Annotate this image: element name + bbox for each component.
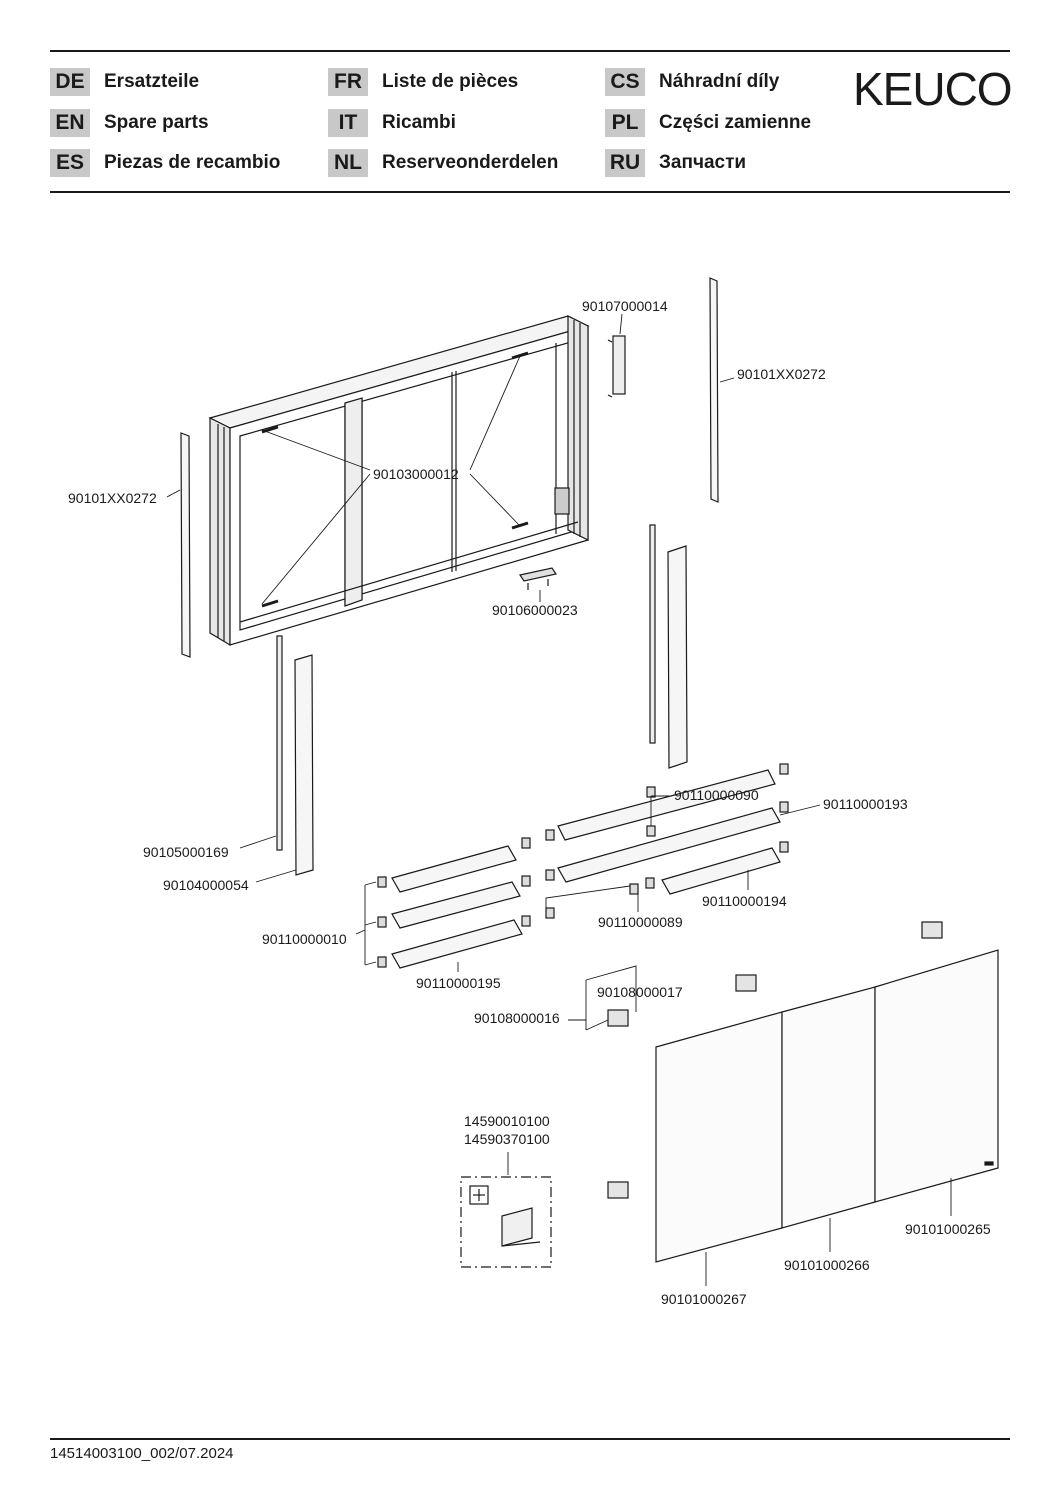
document-number: 14514003100_002/07.2024: [50, 1445, 234, 1462]
lang-row-it: IT Ricambi: [328, 109, 456, 137]
lang-code: RU: [605, 149, 645, 177]
lang-code: EN: [50, 109, 90, 137]
footer-rule: [50, 1438, 1010, 1440]
shelf-clips: [377, 763, 789, 968]
label-90110000089: 90110000089: [598, 914, 683, 930]
lang-label: Запчасти: [659, 152, 747, 173]
door-hinges: [607, 921, 943, 1199]
keuco-logo: KEUCO: [853, 63, 1013, 115]
label-90110000193: 90110000193: [823, 796, 908, 812]
shelf-left-2: [391, 881, 521, 929]
leader-lines: [166, 313, 952, 1286]
door-logo-mark: [984, 1161, 994, 1166]
lang-label: Ricambi: [382, 112, 456, 133]
label-90101XX0272-right: 90101XX0272: [737, 366, 826, 382]
shelf-lower-right: [661, 847, 781, 895]
lang-code: IT: [328, 109, 368, 137]
shelf-left-3: [391, 919, 523, 969]
right-side-strip: [709, 277, 719, 503]
mirror-door-right: [874, 949, 999, 1203]
lang-code: NL: [328, 149, 368, 177]
lang-row-ru: RU Запчасти: [605, 149, 746, 177]
header-bottom-rule: [50, 191, 1010, 193]
shelf-upper-right: [557, 769, 776, 841]
lang-row-en: EN Spare parts: [50, 109, 209, 137]
label-90108000017: 90108000017: [597, 984, 683, 1000]
lang-label: Liste de pièces: [382, 71, 519, 92]
right-rail: [649, 524, 656, 744]
lang-row-de: DE Ersatzteile: [50, 68, 199, 96]
hinge-part: [607, 335, 626, 398]
part-labels: 90107000014 90101XX0272 90101XX0272 9010…: [68, 298, 991, 1307]
label-90110000195: 90110000195: [416, 975, 501, 991]
label-90104000054: 90104000054: [163, 877, 249, 893]
lang-label: Piezas de recambio: [104, 152, 281, 173]
bottom-bracket: [519, 567, 557, 590]
shelf-left-1: [391, 845, 517, 893]
mirror-door-left: [655, 1011, 783, 1263]
label-90107000014: 90107000014: [582, 298, 668, 314]
mirror-door-middle: [781, 986, 876, 1229]
left-rail: [276, 635, 283, 851]
lang-label: Spare parts: [104, 112, 209, 133]
lang-row-pl: PL Części zamienne: [605, 109, 811, 137]
lang-label: Reserveonderdelen: [382, 152, 559, 173]
label-90101000266: 90101000266: [784, 1257, 870, 1273]
label-90101XX0272-left: 90101XX0272: [68, 490, 157, 506]
label-90110000010: 90110000010: [262, 931, 347, 947]
label-14590010100: 14590010100: [464, 1113, 550, 1129]
accessory-box: [460, 1176, 552, 1268]
header-top-rule: [50, 50, 1010, 52]
label-90103000012: 90103000012: [373, 466, 459, 482]
lang-code: PL: [605, 109, 645, 137]
lang-code: FR: [328, 68, 368, 96]
label-90110000090: 90110000090: [674, 787, 759, 803]
lang-code: CS: [605, 68, 645, 96]
label-90101000265: 90101000265: [905, 1221, 991, 1237]
right-cover: [667, 545, 688, 769]
label-90110000194: 90110000194: [702, 893, 787, 909]
lang-label: Ersatzteile: [104, 71, 200, 92]
lang-label: Náhradní díly: [659, 71, 780, 92]
lang-label: Części zamienne: [659, 112, 812, 133]
label-90105000169: 90105000169: [143, 844, 229, 860]
lang-code: DE: [50, 68, 90, 96]
label-90101000267: 90101000267: [661, 1291, 747, 1307]
label-90108000016: 90108000016: [474, 1010, 560, 1026]
shelf-middle-right: [557, 807, 781, 883]
label-14590370100: 14590370100: [464, 1131, 550, 1147]
label-90106000023: 90106000023: [492, 602, 578, 618]
lang-row-es: ES Piezas de recambio: [50, 149, 280, 177]
lang-row-cs: CS Náhradní díly: [605, 68, 779, 96]
lang-row-fr: FR Liste de pièces: [328, 68, 518, 96]
left-side-strip: [180, 432, 191, 658]
lang-code: ES: [50, 149, 90, 177]
left-cover: [294, 654, 314, 876]
lang-row-nl: NL Reserveonderdelen: [328, 149, 558, 177]
